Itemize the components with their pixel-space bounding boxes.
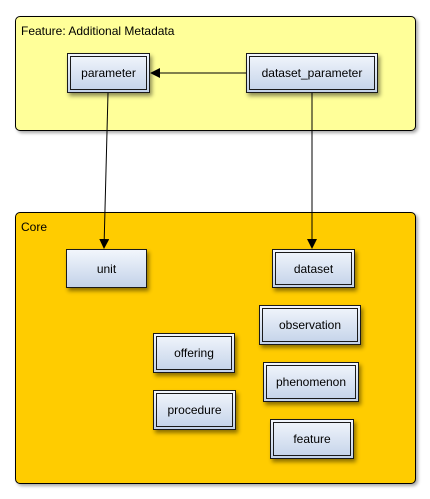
feature-package-title: Feature: Additional Metadata [21, 24, 175, 38]
unit-entity[interactable]: unit [66, 249, 147, 288]
parameter-entity[interactable]: parameter [67, 53, 150, 93]
feature-entity[interactable]: feature [270, 419, 354, 459]
core-package-title: Core [21, 220, 48, 234]
procedure-entity[interactable]: procedure [153, 390, 236, 430]
offering-entity[interactable]: offering [153, 333, 235, 373]
phenomenon-entity[interactable]: phenomenon [263, 362, 359, 402]
dataset-parameter-entity[interactable]: dataset_parameter [246, 53, 378, 93]
dataset-entity[interactable]: dataset [272, 249, 355, 288]
observation-entity[interactable]: observation [259, 305, 361, 345]
